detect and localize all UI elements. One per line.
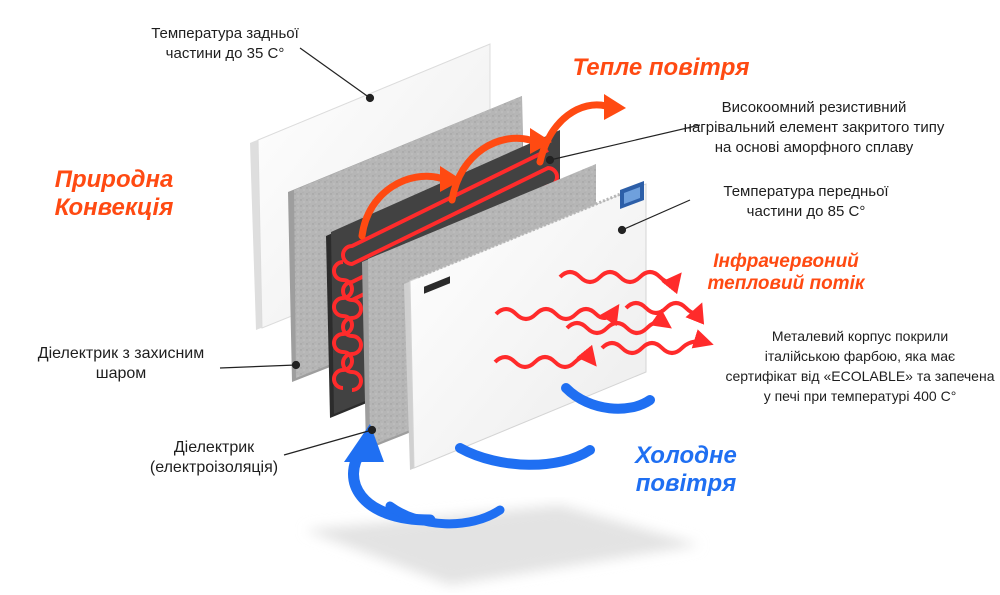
- leader-lines: [219, 47, 701, 456]
- dielectric-insulation-label: Діелектрик (електроізоляція): [149, 439, 279, 476]
- heating-element-label: Високоомний резистивний нагрівальний еле…: [683, 99, 945, 156]
- cold-air-label: Холодне повітря: [635, 442, 737, 497]
- floor-shadow: [305, 505, 700, 585]
- natural-convection-label: Природна Конвекція: [54, 166, 174, 221]
- infrared-waves: [493, 270, 714, 369]
- dielectric-protective-label: Діелектрик з захисним шаром: [37, 345, 205, 382]
- heating-coil: [332, 148, 559, 392]
- warm-air-label: Тепле повітря: [572, 54, 750, 81]
- back-temp-label: Температура задньої частини до 35 С°: [151, 25, 299, 62]
- cold-air-arrows: [344, 383, 655, 529]
- front-metal-panel: [404, 181, 647, 470]
- infrared-flow-label: Інфрачервоний тепловий потік: [707, 251, 865, 294]
- front-temp-label: Температура передньої частини до 85 С°: [723, 183, 889, 220]
- brand-plate: [424, 276, 450, 294]
- warm-air-arrows: [358, 94, 626, 240]
- metal-body-label: Металевий корпус покрили італійською фар…: [725, 328, 995, 404]
